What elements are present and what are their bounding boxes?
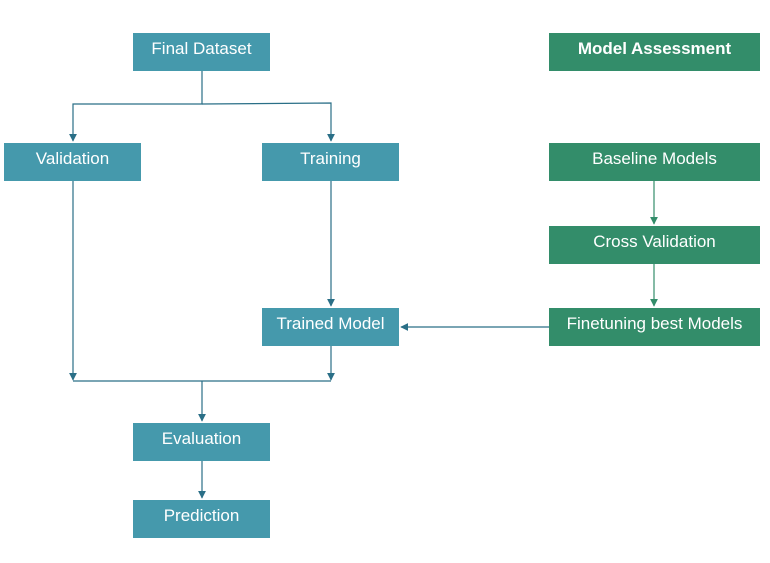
connector-final-dataset-to-training: [201, 102, 335, 142]
node-trained-model[interactable]: Trained Model: [262, 308, 399, 346]
node-baseline-models[interactable]: Baseline Models: [549, 143, 760, 181]
node-finetuning-best-models[interactable]: Finetuning best Models: [549, 308, 760, 346]
node-model-assessment-heading[interactable]: Model Assessment: [549, 33, 760, 71]
node-prediction[interactable]: Prediction: [133, 500, 270, 538]
node-evaluation[interactable]: Evaluation: [133, 423, 270, 461]
connector-final-dataset-split: [69, 71, 203, 142]
node-cross-validation[interactable]: Cross Validation: [549, 226, 760, 264]
node-validation[interactable]: Validation: [4, 143, 141, 181]
node-training[interactable]: Training: [262, 143, 399, 181]
node-final-dataset[interactable]: Final Dataset: [133, 33, 270, 71]
